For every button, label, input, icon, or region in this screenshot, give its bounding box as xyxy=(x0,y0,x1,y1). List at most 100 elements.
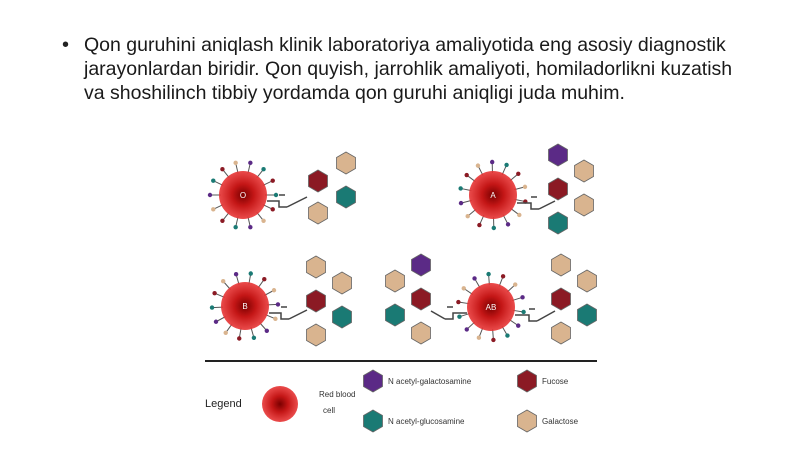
legend-glucosamine-label: N acetyl-glucosamine xyxy=(388,417,465,426)
antigen-dot xyxy=(264,328,270,333)
antigen-dot xyxy=(457,314,462,319)
legend-galactose-label: Galactose xyxy=(542,417,579,426)
galactose-hex xyxy=(336,151,356,175)
antigen-dot xyxy=(516,171,521,177)
legend-galactosamine-label: N acetyl-galactosamine xyxy=(388,377,472,386)
antigen-dot xyxy=(477,222,482,228)
antigen-dot xyxy=(233,160,238,166)
antigen-dot xyxy=(220,218,225,224)
antigen-dot xyxy=(220,279,226,284)
blood-group-antigen-diagram: O A B AB xyxy=(205,143,597,433)
antigen-dot xyxy=(505,222,511,227)
connector-lines xyxy=(267,194,556,322)
antigen-dot xyxy=(521,309,526,315)
galactose-hex xyxy=(308,201,328,225)
cell-label-o: O xyxy=(240,191,246,200)
galactosamine-hex xyxy=(548,143,568,167)
antigen-dot xyxy=(270,207,275,212)
antigen-dot xyxy=(248,160,253,166)
antigen-dot xyxy=(273,316,278,322)
fucose-hex xyxy=(308,169,328,193)
antigen-dot xyxy=(271,288,277,293)
antigen-dot xyxy=(464,172,469,178)
chain-b xyxy=(306,255,352,347)
antigen-dot xyxy=(223,330,228,335)
antigen-dot xyxy=(233,224,238,230)
chain-a xyxy=(548,143,594,235)
chain-ab-right xyxy=(551,253,597,345)
galactose-hex xyxy=(411,321,431,345)
antigen-dot xyxy=(207,192,213,198)
fucose-hex xyxy=(306,289,326,313)
chain-o xyxy=(308,151,356,225)
legend-fucose-label: Fucose xyxy=(542,377,569,386)
galactose-hex xyxy=(306,323,326,347)
antigen-dot xyxy=(517,212,522,218)
cell-a: A xyxy=(458,159,528,231)
legend-galactosamine-icon xyxy=(363,369,383,393)
galactose-hex xyxy=(574,193,594,217)
galactose-hex xyxy=(551,253,571,277)
galactose-hex xyxy=(332,271,352,295)
galactose-hex xyxy=(577,269,597,293)
legend-red-cell-icon xyxy=(262,386,298,422)
slide-paragraph: Qon guruhini aniqlash klinik laboratoriy… xyxy=(84,34,733,104)
galactosamine-hex xyxy=(411,253,431,277)
glucosamine-hex xyxy=(548,211,568,235)
antigen-dot xyxy=(500,274,506,279)
antigen-dot xyxy=(465,213,470,219)
antigen-dot xyxy=(472,276,477,281)
antigen-dot xyxy=(464,327,469,332)
legend-glucosamine-icon xyxy=(363,409,383,433)
glucosamine-hex xyxy=(577,303,597,327)
legend: Legend Red blood cell N acetyl-galactosa… xyxy=(205,369,579,433)
antigen-dot xyxy=(261,218,266,224)
galactose-hex xyxy=(551,321,571,345)
antigen-dot xyxy=(233,272,239,277)
galactose-hex xyxy=(306,255,326,279)
antigen-dot xyxy=(475,163,481,168)
legend-title: Legend xyxy=(205,398,242,410)
legend-galactose-icon xyxy=(517,409,537,433)
antigen-dot xyxy=(270,178,275,183)
antigen-dot xyxy=(461,286,466,291)
antigen-dot xyxy=(248,271,253,276)
cell-o: O xyxy=(207,160,279,230)
antigen-dot xyxy=(513,282,518,287)
antigen-dot xyxy=(522,184,528,190)
antigen-dot xyxy=(516,323,521,328)
bullet-point: • xyxy=(62,34,70,56)
fucose-hex xyxy=(548,177,568,201)
cell-ab: AB xyxy=(456,271,526,343)
legend-fucose-icon xyxy=(517,369,537,393)
antigen-dot xyxy=(211,178,216,183)
antigen-dot xyxy=(505,333,510,338)
antigen-dot xyxy=(237,336,242,341)
cell-label-a: A xyxy=(490,191,496,200)
antigen-dot xyxy=(211,207,216,212)
cell-label-ab: AB xyxy=(486,303,497,312)
antigen-dot xyxy=(520,295,525,300)
antigen-dot xyxy=(251,335,257,340)
antigen-dot xyxy=(486,271,491,277)
glucosamine-hex xyxy=(336,185,356,209)
legend-red-cell-line2: cell xyxy=(323,406,335,415)
antigen-dot xyxy=(220,166,225,172)
antigen-dot xyxy=(273,192,279,198)
antigen-dot xyxy=(489,159,495,165)
antigen-dot xyxy=(476,335,482,340)
antigen-dot xyxy=(456,299,461,305)
antigen-dot xyxy=(458,200,464,206)
antigen-dot xyxy=(248,224,253,230)
antigen-dot xyxy=(458,186,463,191)
glucosamine-hex xyxy=(332,305,352,329)
antigen-dot xyxy=(213,319,219,324)
antigen-dot xyxy=(209,305,215,310)
antigen-dot xyxy=(491,337,496,343)
fucose-hex xyxy=(551,287,571,311)
glucosamine-hex xyxy=(385,303,405,327)
cell-b: B xyxy=(209,271,281,341)
antigen-dot xyxy=(262,277,267,282)
galactose-hex xyxy=(385,269,405,293)
antigen-dot xyxy=(212,290,217,296)
